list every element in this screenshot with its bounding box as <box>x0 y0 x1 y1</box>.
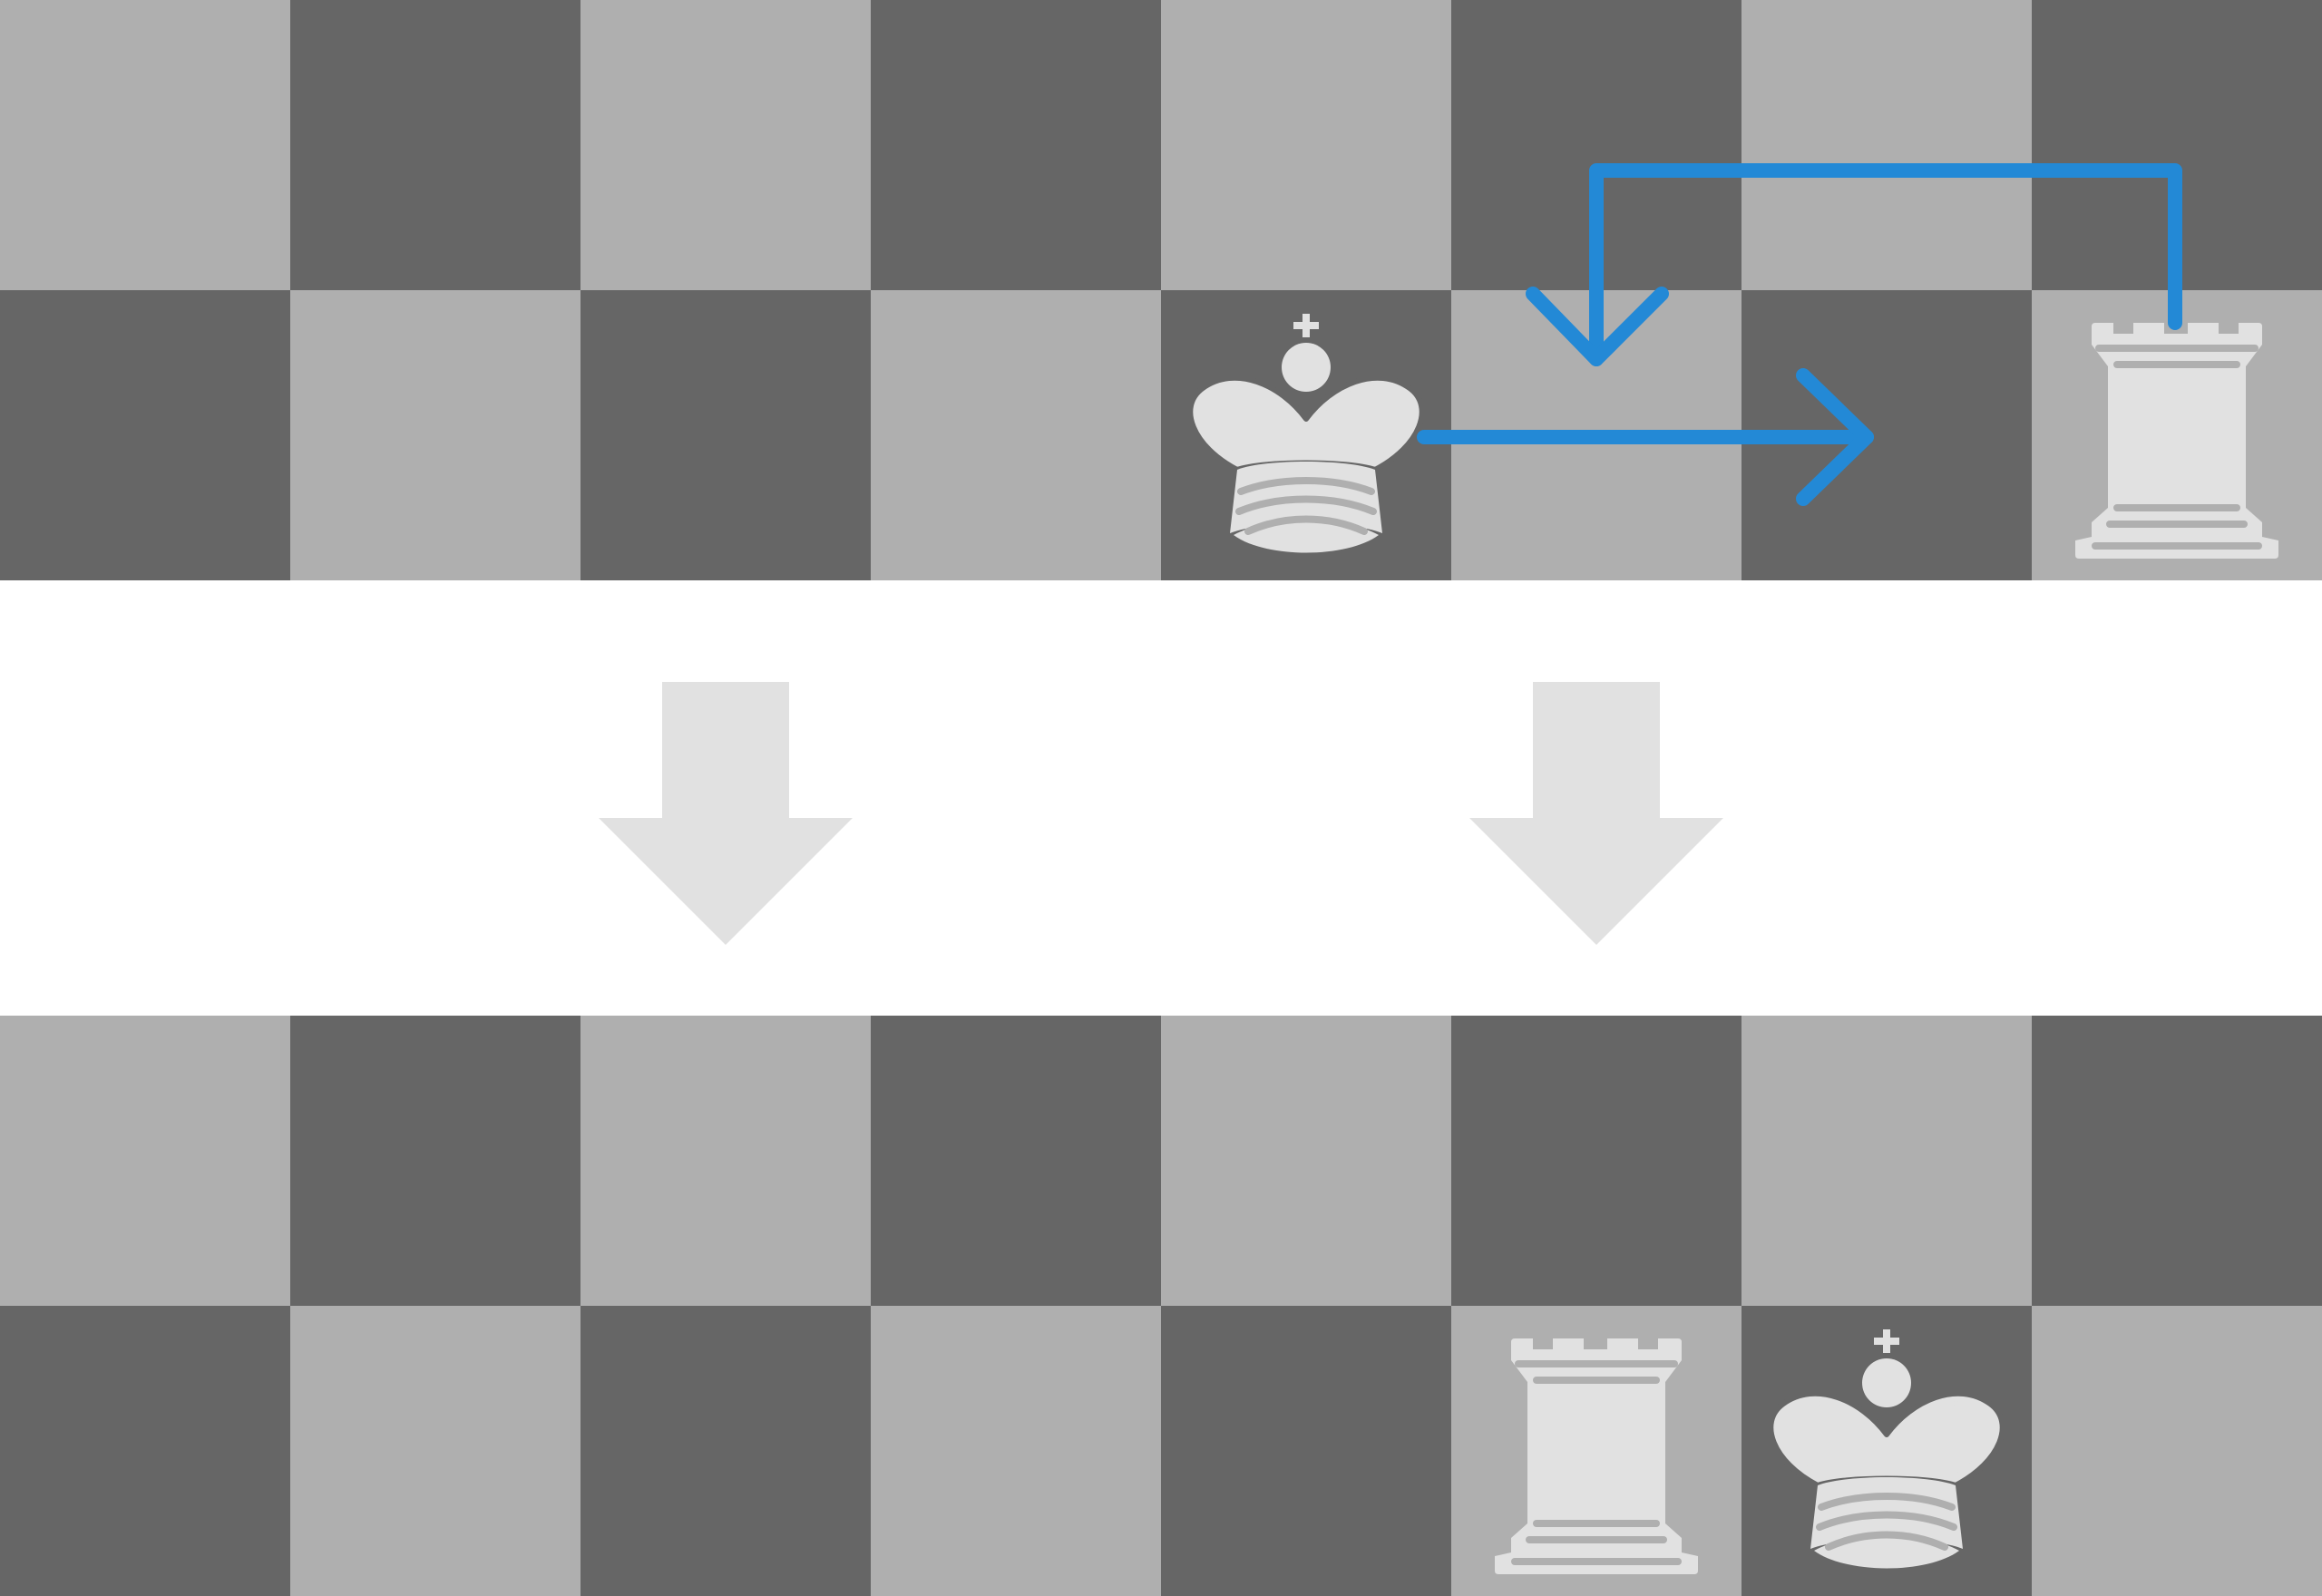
light-square <box>2032 1306 2322 1596</box>
board-after <box>0 1016 2322 1596</box>
dark-square <box>290 0 580 290</box>
dark-square <box>0 1306 290 1596</box>
dark-square <box>0 290 290 580</box>
down-arrow-icon <box>1469 682 1723 945</box>
light-square <box>580 0 871 290</box>
rook-move-arrow <box>1526 163 2182 366</box>
light-square <box>1742 1016 2032 1306</box>
dark-square <box>1161 1306 1451 1596</box>
dark-square <box>580 1306 871 1596</box>
light-square <box>0 1016 290 1306</box>
light-square <box>1161 0 1451 290</box>
king-move-arrow <box>1417 368 1874 506</box>
light-square <box>0 0 290 290</box>
light-square <box>871 1306 1161 1596</box>
light-square <box>1742 0 2032 290</box>
light-square <box>1161 1016 1451 1306</box>
dark-square <box>1451 1016 1742 1306</box>
light-square <box>290 290 580 580</box>
light-square <box>290 1306 580 1596</box>
dark-square <box>580 290 871 580</box>
dark-square <box>290 1016 580 1306</box>
board-before <box>0 0 2322 580</box>
down-arrow-icon <box>599 682 853 945</box>
dark-square <box>871 0 1161 290</box>
dark-square <box>871 1016 1161 1306</box>
light-square <box>871 290 1161 580</box>
light-square <box>580 1016 871 1306</box>
dark-square <box>2032 1016 2322 1306</box>
